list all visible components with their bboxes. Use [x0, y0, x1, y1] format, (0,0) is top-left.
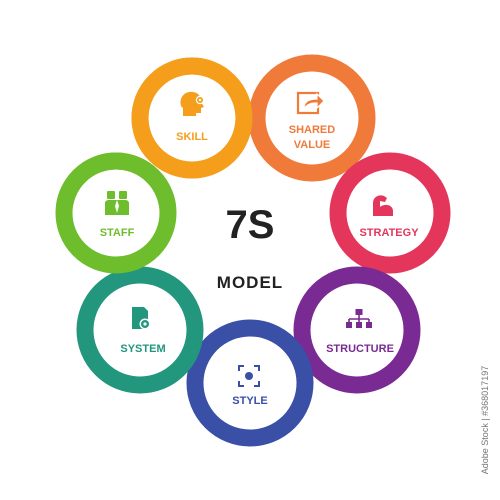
document-gear-icon — [132, 307, 151, 330]
center-subtitle: MODEL — [217, 273, 283, 292]
ring-system — [76, 266, 204, 394]
head-gear-icon — [180, 91, 205, 116]
center-title: 7S — [226, 203, 275, 247]
label-structure: STRUCTURE — [326, 343, 394, 355]
rings-layer — [55, 54, 451, 447]
ring-strategy — [329, 152, 451, 274]
label-skill: SKILL — [176, 131, 208, 143]
label-shared-value-line1: SHARED — [289, 124, 336, 136]
focus-frame-icon — [238, 365, 260, 387]
label-staff: STAFF — [100, 227, 135, 239]
org-chart-icon — [346, 309, 372, 328]
stock-credit: Adobe Stock | #368017197 — [480, 366, 490, 474]
label-strategy: STRATEGY — [359, 227, 419, 239]
ring-style — [186, 319, 314, 447]
rings-overlap-layer — [56, 57, 253, 205]
label-style: STYLE — [232, 395, 267, 407]
label-shared-value-line2: VALUE — [294, 139, 330, 151]
ring-overlap-skill — [131, 57, 253, 179]
people-icon — [105, 191, 129, 215]
flexed-arm-icon — [373, 195, 393, 216]
ring-shared-value — [248, 54, 376, 182]
ring-structure — [293, 266, 421, 394]
ring-overlap-staff — [56, 152, 176, 205]
label-system: SYSTEM — [120, 343, 165, 355]
share-arrow-icon — [296, 91, 325, 115]
